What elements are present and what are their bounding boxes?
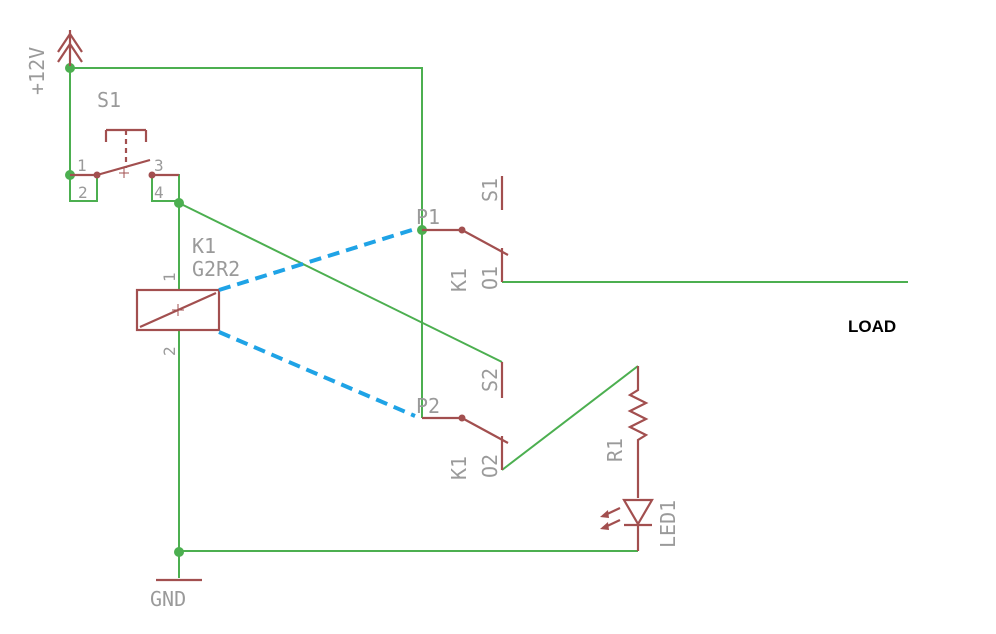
- led-label: LED1: [656, 500, 680, 548]
- relay-contact-2[interactable]: [422, 362, 509, 470]
- junction-dot: [174, 198, 184, 208]
- wire-supply-rail: [70, 67, 423, 230]
- wire-switch-to-s2: [178, 202, 503, 363]
- contact1-ref-label: K1: [447, 268, 471, 292]
- supply-label: +12V: [25, 47, 49, 95]
- switch-label: S1: [97, 88, 121, 112]
- switch-pin-1: 1: [77, 156, 87, 175]
- switch-s1[interactable]: [70, 128, 179, 179]
- resistor-r1[interactable]: [627, 366, 649, 498]
- contact2-ref-label: K1: [447, 456, 471, 480]
- mechanical-link-contact2: [218, 330, 416, 418]
- relay-contact-1[interactable]: [422, 176, 509, 282]
- led-d1[interactable]: [600, 498, 654, 551]
- load-label: LOAD: [848, 317, 896, 336]
- contact2-common-label: P2: [416, 394, 440, 418]
- wire-switch-pin4: [151, 175, 179, 202]
- wire-o2-to-resistor: [501, 365, 639, 471]
- junction-dot: [174, 547, 184, 557]
- supply-symbol: [57, 30, 83, 66]
- contact2-nc-label: S2: [478, 368, 502, 392]
- wire-switch-pin2: [69, 175, 98, 202]
- coil-pin-1: 1: [160, 272, 179, 282]
- relay-name-label: K1: [192, 234, 216, 258]
- relay-coil[interactable]: [135, 288, 221, 332]
- contact2-no-label: O2: [478, 454, 502, 478]
- junctions: [65, 63, 427, 557]
- ground-label: GND: [150, 587, 186, 611]
- switch-pin-2: 2: [78, 183, 88, 202]
- junction-dot: [65, 63, 75, 73]
- wires: [69, 67, 908, 578]
- resistor-label: R1: [603, 438, 627, 462]
- coil-pin-2: 2: [160, 346, 179, 356]
- contact1-common-label: P1: [416, 205, 440, 229]
- mechanical-link-contact1: [218, 227, 416, 292]
- switch-pin-4: 4: [154, 183, 164, 202]
- contact1-no-label: O1: [478, 266, 502, 290]
- relay-value-label: G2R2: [192, 257, 240, 281]
- contact1-nc-label: S1: [478, 178, 502, 202]
- switch-pin-3: 3: [154, 156, 164, 175]
